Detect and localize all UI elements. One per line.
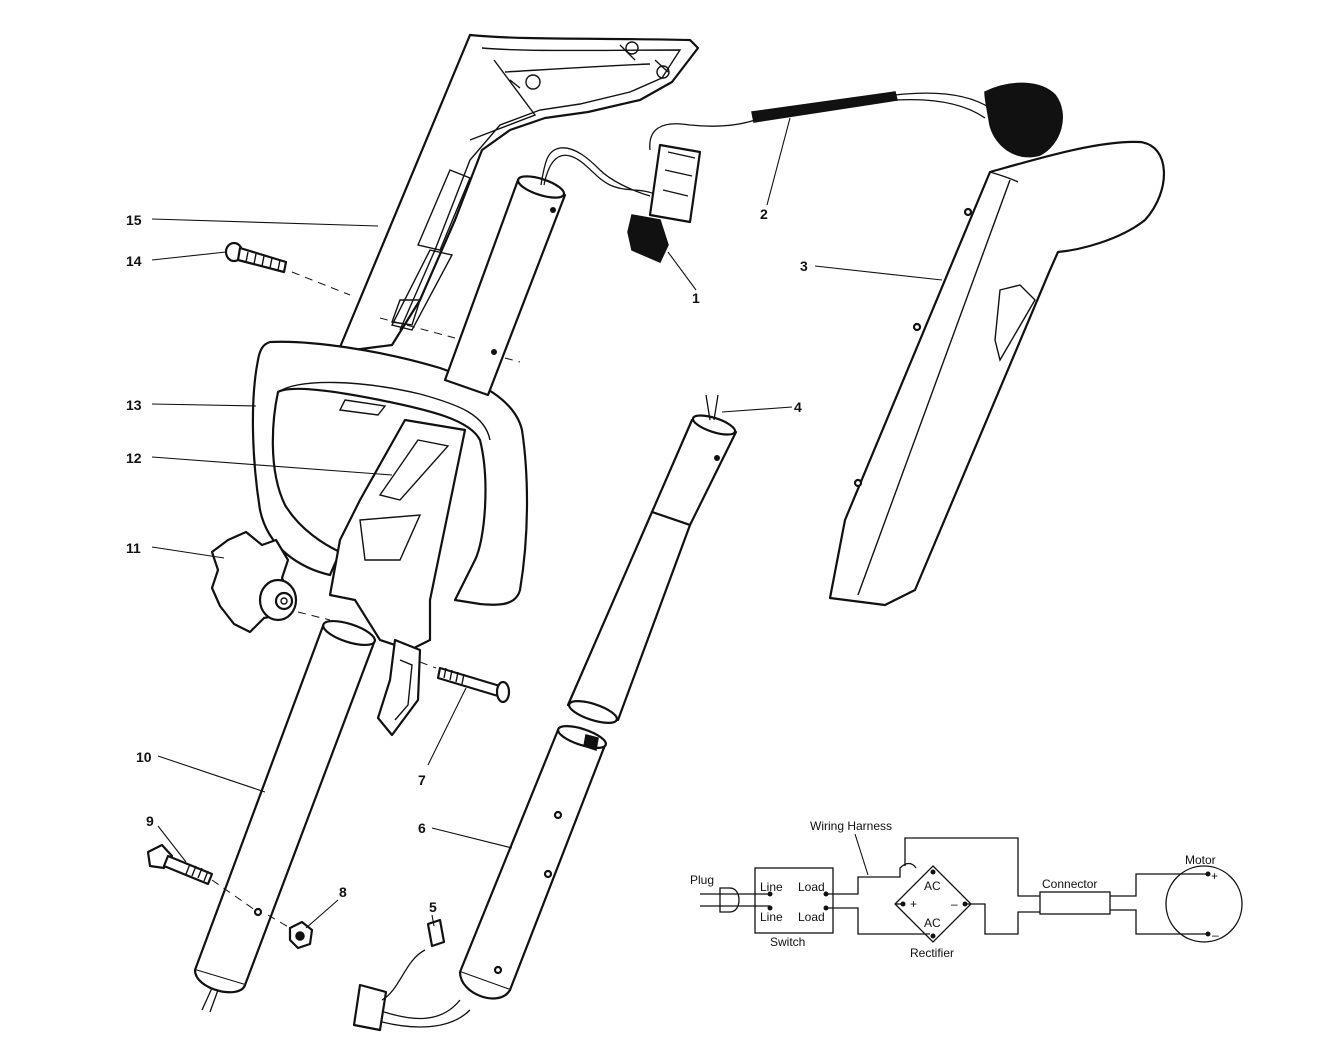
callout-9: 9 (146, 813, 154, 829)
rectifier-minus: – (951, 897, 958, 911)
callout-1: 1 (692, 290, 700, 306)
callout-15: 15 (126, 212, 142, 228)
connector-label: Connector (1042, 877, 1097, 891)
upper-inner-tube (443, 147, 656, 397)
switch-line-top: Line (760, 880, 783, 894)
callout-10: 10 (136, 749, 152, 765)
callout-7: 7 (418, 772, 426, 788)
rectifier-ac-bottom: AC (924, 916, 941, 930)
plug-label: Plug (690, 873, 714, 887)
callout-13: 13 (126, 397, 142, 413)
callout-5: 5 (429, 899, 437, 915)
callout-8: 8 (339, 884, 347, 900)
callout-14: 14 (126, 253, 142, 269)
nut-8 (288, 920, 314, 950)
handle-clamp-body (328, 399, 467, 652)
switch-part (627, 143, 702, 263)
motor-minus: – (1212, 928, 1219, 942)
rectifier-plus: + (910, 897, 917, 911)
motor-plus: + (1211, 869, 1218, 883)
switch-line-bottom: Line (760, 910, 783, 924)
callout-2: 2 (760, 206, 768, 222)
switch-load-bottom: Load (798, 910, 825, 924)
lower-tube (458, 725, 608, 1000)
upper-handle-half (336, 33, 700, 354)
callout-3: 3 (800, 258, 808, 274)
callout-numbers: 15 14 13 12 11 10 9 8 7 6 5 4 3 2 1 (126, 206, 808, 915)
motor-label: Motor (1185, 853, 1216, 867)
callout-11: 11 (126, 540, 141, 556)
callout-6: 6 (418, 820, 426, 836)
left-lower-tube (193, 619, 377, 1013)
callout-12: 12 (126, 450, 142, 466)
rectifier-label: Rectifier (910, 946, 954, 960)
assembly-guide-lines (211, 271, 521, 929)
switch-load-top: Load (798, 880, 825, 894)
rectifier-ac-top: AC (924, 879, 941, 893)
cord-cover (828, 140, 1166, 607)
wiring-schematic: Plug Line Line Load Load Switch Wiring H… (690, 819, 1243, 960)
wiring-harness-label: Wiring Harness (810, 819, 892, 833)
screw-14 (224, 241, 288, 274)
wire-connector-5 (352, 918, 471, 1032)
bolt-9 (146, 843, 214, 886)
loop-handle (251, 340, 529, 606)
power-cord (649, 82, 1063, 158)
callout-leader-lines (151, 117, 943, 929)
middle-tube (566, 394, 738, 724)
adjustment-knob (210, 530, 298, 634)
clamp-bracket (376, 638, 422, 737)
carriage-bolt-7 (436, 666, 511, 704)
switch-label: Switch (770, 935, 805, 949)
callout-4: 4 (794, 399, 802, 415)
